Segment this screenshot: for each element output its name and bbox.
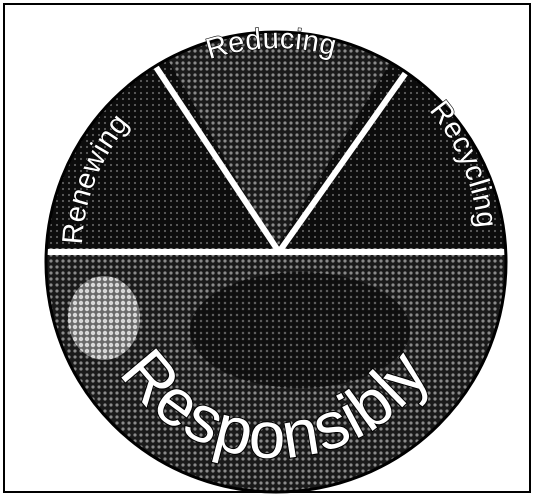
lower-highlight: [68, 276, 140, 360]
